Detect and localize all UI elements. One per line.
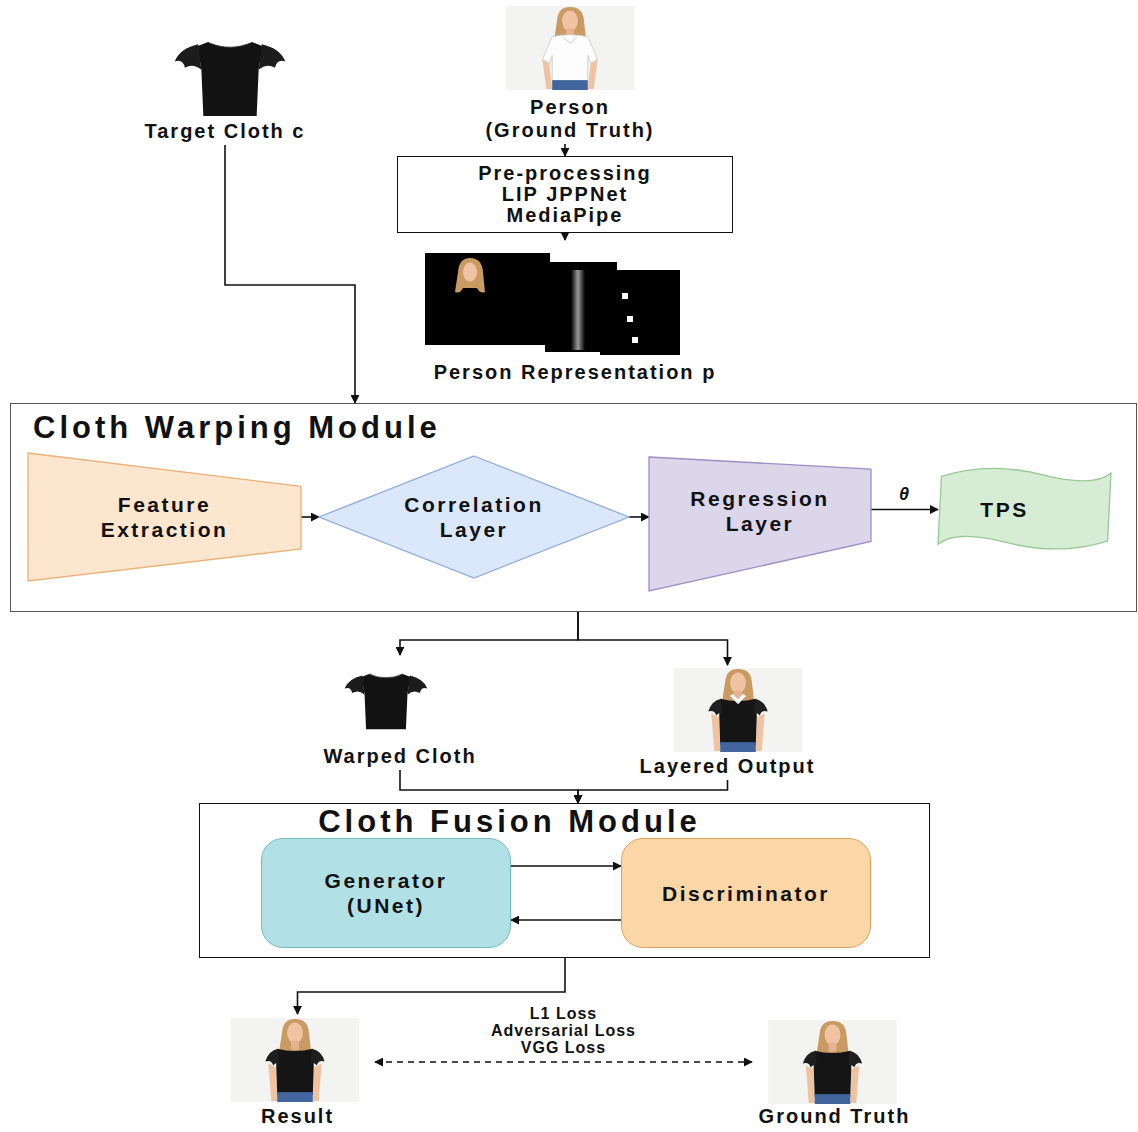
shape-outline [28,453,301,581]
keypoint-dot [632,337,638,343]
image-caption: Person Representation p [434,361,717,384]
connector [511,919,621,921]
face [463,263,477,282]
target-cloth-image [175,42,286,116]
connector [578,780,728,803]
shape-outline [319,456,629,578]
node-label: Regression Layer [685,486,835,536]
module-title: Cloth Warping Module [33,410,1114,446]
image-node: Target Cloth c [100,32,350,145]
connector [225,145,355,403]
shape-outline [28,453,301,581]
shape-outline [938,468,1111,549]
connector [375,1061,752,1063]
image-node: Person Representation p [360,240,790,386]
edge-label: L1 Loss Adversarial Loss VGG Loss [486,1005,641,1056]
image-node: Result [220,1014,375,1130]
connector [298,958,566,1014]
visible-collar [730,694,746,704]
node-label: TPS [980,497,1028,522]
body-shape-blur [571,270,585,350]
node-label: Pre-processing LIP JPPNet MediaPipe [468,163,663,226]
keypoint-dot [627,316,633,322]
image-caption: Warped Cloth [323,745,476,768]
generator-box: Generator (UNet) [261,838,511,948]
connector [400,770,578,803]
connector [578,612,728,665]
body-shape-map [545,262,617,352]
module-title: Cloth Fusion Module [200,804,819,840]
connector [871,509,938,511]
connector [564,233,566,240]
image-caption: Target Cloth c [145,120,306,143]
discriminator-box: Discriminator [621,838,871,948]
image-node: Warped Cloth [280,655,520,770]
keypoint-dot [622,293,628,299]
process-box: Pre-processing LIP JPPNet MediaPipe [397,156,733,233]
result-photo [231,1018,359,1102]
connector [301,516,319,518]
node-label: Generator (UNet) [316,868,456,918]
image-caption: Result [261,1105,334,1128]
encoder-trapezoid: Feature Extraction [28,453,301,581]
hair [455,258,485,293]
edge-label: θ [899,484,909,504]
image-caption: Layered Output [640,755,816,778]
image-node: Layered Output [590,665,865,780]
connector [400,612,578,655]
connector [564,144,566,156]
module-box: Cloth Warping ModuleFeature Extraction Co… [10,403,1137,612]
decision-diamond: Correlation Layer [319,456,629,578]
module-box: Cloth Fusion ModuleGenerator (UNet) Discr… [199,803,930,958]
node-label: Discriminator [662,881,830,906]
node-label: Correlation Layer [397,492,552,542]
layered-output-photo [674,668,802,752]
image-node: Ground Truth [752,1016,917,1130]
image-caption: Person (Ground Truth) [483,96,658,142]
ground-truth-photo [768,1020,896,1104]
connector [511,865,621,867]
image-caption: Ground Truth [759,1105,911,1128]
warped-cloth-image [345,674,428,729]
node-label: Feature Extraction [95,492,235,542]
head-map [425,253,550,345]
connector [629,516,649,518]
warp-banner: TPS [938,468,1111,551]
image-node: Person (Ground Truth) [470,6,670,144]
shape-outline [319,456,629,578]
shape-outline [649,457,871,591]
person-photo [506,6,634,90]
regression-trapezoid: Regression Layer [649,457,871,591]
